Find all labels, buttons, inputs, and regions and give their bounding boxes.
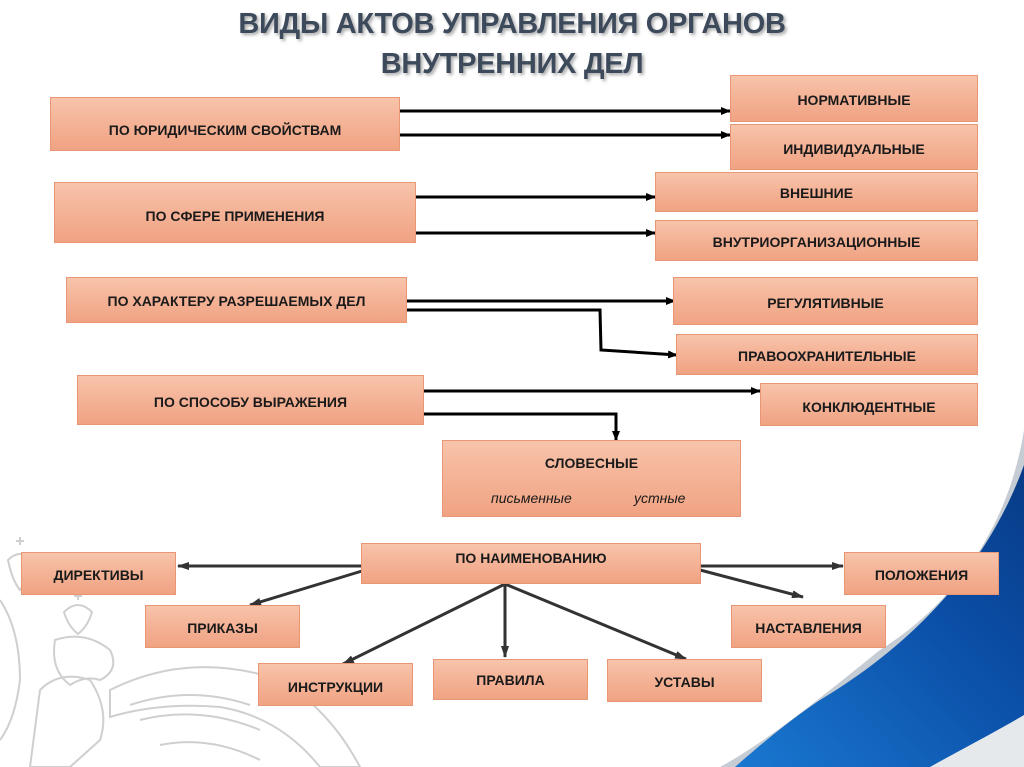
name-regulations: ПОЛОЖЕНИЯ [844, 552, 999, 595]
verbal-oral: устные [634, 490, 686, 506]
arrow-expression-to-verbal [423, 412, 620, 441]
type-normative: НОРМАТИВНЫЕ [730, 75, 978, 122]
criterion-mode-of-expression: ПО СПОСОБУ ВЫРАЖЕНИЯ [77, 375, 424, 425]
criterion-by-name: ПО НАИМЕНОВАНИЮ [361, 543, 701, 584]
arrow-naming-to-manuals [699, 568, 804, 599]
type-conclusive: КОНКЛЮДЕНТНЫЕ [760, 383, 978, 426]
type-verbal: СЛОВЕСНЫЕ письменные устные [442, 440, 741, 517]
criterion-legal-properties: ПО ЮРИДИЧЕСКИМ СВОЙСТВАМ [50, 97, 400, 151]
type-external: ВНЕШНИЕ [655, 172, 978, 212]
name-manuals: НАСТАВЛЕНИЯ [731, 605, 886, 648]
criterion-nature-of-cases: ПО ХАРАКТЕРУ РАЗРЕШАЕМЫХ ДЕЛ [66, 277, 407, 323]
arrow-naming-to-statutes [504, 582, 687, 661]
verbal-written: письменные [491, 490, 572, 506]
title-line-2: ВНУТРЕННИХ ДЕЛ [380, 48, 644, 80]
type-regulative: РЕГУЛЯТИВНЫЕ [673, 277, 978, 325]
criterion-scope-of-application: ПО СФЕРЕ ПРИМЕНЕНИЯ [54, 182, 416, 243]
arrow-nature-to-law-enforcement [406, 308, 678, 359]
type-individual: ИНДИВИДУАЛЬНЫЕ [730, 124, 978, 170]
name-directives: ДИРЕКТИВЫ [21, 552, 176, 595]
page-title: ВИДЫ АКТОВ УПРАВЛЕНИЯ ОРГАНОВ ВНУТРЕННИХ… [0, 4, 1024, 84]
verbal-label: СЛОВЕСНЫЕ [544, 455, 639, 471]
type-intra-organizational: ВНУТРИОРГАНИЗАЦИОННЫЕ [655, 220, 978, 261]
arrow-naming-to-instructions [342, 582, 506, 666]
name-orders: ПРИКАЗЫ [145, 605, 300, 648]
name-instructions: ИНСТРУКЦИИ [258, 663, 413, 706]
title-line-1: ВИДЫ АКТОВ УПРАВЛЕНИЯ ОРГАНОВ [238, 8, 786, 40]
arrow-naming-to-orders [249, 569, 363, 607]
name-statutes: УСТАВЫ [607, 659, 762, 702]
type-law-enforcement: ПРАВООХРАНИТЕЛЬНЫЕ [676, 334, 978, 375]
name-rules: ПРАВИЛА [433, 659, 588, 700]
